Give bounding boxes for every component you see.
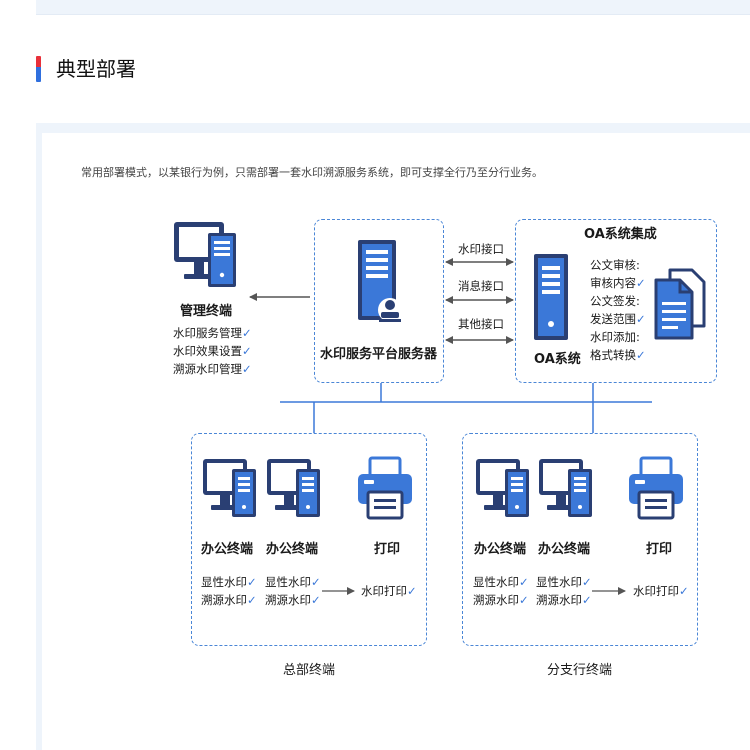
management-feature-3: 溯源水印管理 (173, 362, 242, 376)
hq-print-feature: 水印打印✓ (361, 582, 417, 600)
diagram-panel (36, 123, 750, 750)
branch-office-label-1: 办公终端 (474, 542, 527, 557)
branch-feature-display: 显性水印 (536, 575, 582, 589)
branch-print-feature: 水印打印✓ (633, 582, 689, 600)
top-strip (36, 0, 750, 15)
branch-terminal-box (462, 433, 698, 646)
branch-office-computer-icon-1 (476, 459, 529, 517)
branch-print-label: 打印 (646, 542, 673, 557)
oa-feature-1: 公文审核: (590, 258, 640, 272)
oa-label: OA系统 (534, 352, 581, 367)
hq-office-features-2: 显性水印✓ 溯源水印✓ (265, 573, 321, 609)
management-features: 水印服务管理✓ 水印效果设置✓ 溯源水印管理✓ (173, 324, 252, 378)
hq-feature-display: 显性水印 (265, 575, 311, 589)
check-icon: ✓ (311, 593, 321, 607)
interface-label-watermark: 水印接口 (458, 242, 504, 256)
branch-feature-trace: 溯源水印 (536, 593, 582, 607)
branch-feature-display: 显性水印 (473, 575, 519, 589)
hq-print-label: 打印 (374, 542, 401, 557)
hq-feature-trace: 溯源水印 (201, 593, 247, 607)
check-icon: ✓ (247, 593, 257, 607)
branch-office-computer-icon-2 (539, 459, 592, 517)
management-computer-icon (174, 222, 236, 287)
hq-caption: 总部终端 (283, 663, 336, 678)
branch-feature-trace: 溯源水印 (473, 593, 519, 607)
check-icon: ✓ (582, 575, 592, 589)
check-icon: ✓ (247, 575, 257, 589)
oa-title: OA系统集成 (584, 227, 657, 242)
check-icon: ✓ (582, 593, 592, 607)
check-icon: ✓ (636, 312, 646, 326)
management-feature-2: 水印效果设置 (173, 344, 242, 358)
management-label: 管理终端 (180, 304, 233, 319)
branch-office-label-2: 办公终端 (538, 542, 591, 557)
hq-feature-trace: 溯源水印 (265, 593, 311, 607)
check-icon: ✓ (519, 575, 529, 589)
check-icon: ✓ (311, 575, 321, 589)
section-title: 典型部署 (56, 57, 136, 81)
branch-print-feature-label: 水印打印 (633, 584, 679, 598)
oa-feature-3: 公文签发: (590, 294, 640, 308)
documents-icon (654, 268, 706, 340)
check-icon: ✓ (636, 276, 646, 290)
check-icon: ✓ (242, 344, 252, 358)
interface-label-other: 其他接口 (458, 317, 504, 331)
check-icon: ✓ (519, 593, 529, 607)
check-icon: ✓ (407, 584, 417, 598)
oa-feature-4: 发送范围 (590, 312, 636, 326)
management-feature-1: 水印服务管理 (173, 326, 242, 340)
oa-box (515, 219, 717, 383)
hq-office-label-2: 办公终端 (266, 542, 319, 557)
server-icon (358, 240, 402, 322)
branch-office-features-2: 显性水印✓ 溯源水印✓ (536, 573, 592, 609)
interface-label-message: 消息接口 (458, 279, 504, 293)
oa-feature-2: 审核内容 (590, 276, 636, 290)
hq-office-computer-icon-2 (267, 459, 320, 517)
section-accent-bar (36, 56, 41, 82)
check-icon: ✓ (242, 362, 252, 376)
diagram-canvas (42, 133, 750, 750)
hq-office-features-1: 显性水印✓ 溯源水印✓ (201, 573, 257, 609)
hq-office-label-1: 办公终端 (201, 542, 254, 557)
oa-server-icon (534, 254, 568, 340)
hq-printer-icon (358, 456, 412, 520)
oa-features: 公文审核: 审核内容✓ 公文签发: 发送范围✓ 水印添加: 格式转换✓ (590, 256, 646, 364)
hq-print-feature-label: 水印打印 (361, 584, 407, 598)
check-icon: ✓ (679, 584, 689, 598)
check-icon: ✓ (636, 348, 646, 362)
oa-feature-6: 格式转换 (590, 348, 636, 362)
check-icon: ✓ (242, 326, 252, 340)
branch-caption: 分支行终端 (547, 663, 613, 678)
branch-office-features-1: 显性水印✓ 溯源水印✓ (473, 573, 529, 609)
hq-office-computer-icon-1 (203, 459, 256, 517)
oa-feature-5: 水印添加: (590, 330, 640, 344)
server-label: 水印服务平台服务器 (320, 347, 438, 362)
hq-feature-display: 显性水印 (201, 575, 247, 589)
server-box (314, 219, 444, 383)
description: 常用部署模式，以某银行为例，只需部署一套水印溯源服务系统，即可支撑全行乃至分行业… (81, 166, 543, 179)
branch-printer-icon (629, 456, 683, 520)
hq-terminal-box (191, 433, 427, 646)
